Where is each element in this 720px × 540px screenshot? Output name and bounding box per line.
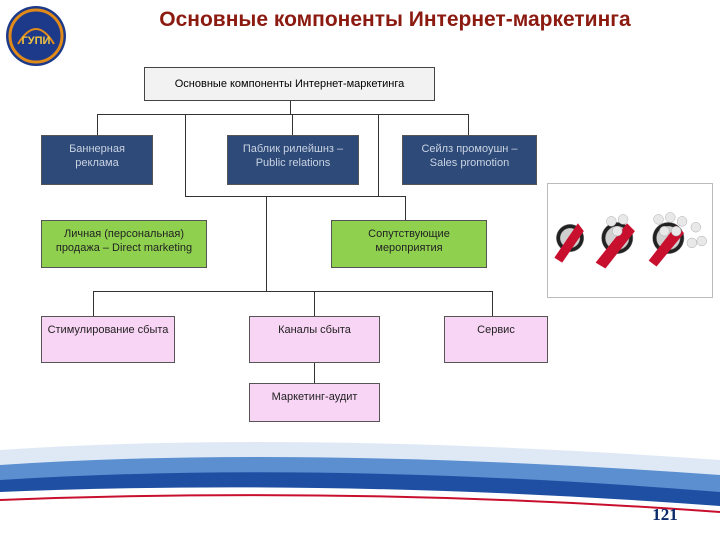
connector-service	[492, 291, 493, 316]
people-network-illustration	[547, 183, 713, 298]
connector-mid-bar-ext	[378, 196, 406, 197]
logo-text: ГУПИ	[22, 35, 51, 47]
connector-down-main	[266, 196, 267, 292]
node-pr: Паблик рилейшнз – Public relations	[227, 135, 359, 185]
node-sales-promo: Сейлз промоушн – Sales promotion	[402, 135, 537, 185]
connector-accompanying-v	[378, 114, 379, 196]
node-stimulation: Стимулирование сбыта	[41, 316, 175, 363]
connector-pr	[292, 114, 293, 135]
connector-bottom-bar	[93, 291, 493, 292]
connector-channels	[314, 291, 315, 316]
page-number: 121	[652, 505, 678, 524]
connector-accompanying	[405, 196, 406, 220]
connector-stimulation	[93, 291, 94, 316]
node-root: Основные компоненты Интернет-маркетинга	[144, 67, 435, 101]
connector-banner	[97, 114, 98, 135]
page-title: Основные компоненты Интернет-маркетинга	[159, 8, 631, 31]
connector-root-down	[290, 101, 291, 115]
node-service: Сервис	[444, 316, 548, 363]
node-audit: Маркетинг-аудит	[249, 383, 380, 422]
node-channels: Каналы сбыта	[249, 316, 380, 363]
node-banner: Баннерная реклама	[41, 135, 153, 185]
connector-middle-bar	[185, 196, 379, 197]
node-accompanying: Сопутствующие мероприятия	[331, 220, 487, 268]
connector-audit	[314, 363, 315, 383]
connector-top-bar	[97, 114, 469, 115]
node-personal-sales: Личная (персональная) продажа – Direct m…	[41, 220, 207, 268]
footer-wave-decoration	[0, 442, 720, 540]
university-logo: ГУПИ	[6, 6, 66, 66]
connector-sales-promo	[468, 114, 469, 135]
connector-personal-sales	[185, 114, 186, 196]
